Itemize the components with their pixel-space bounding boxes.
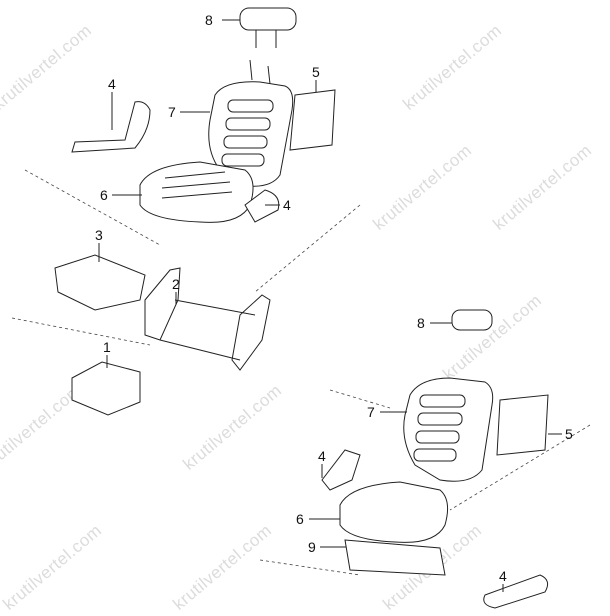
label-trim-right-bottom: 4 xyxy=(499,568,507,584)
top-backrest xyxy=(208,81,294,187)
label-back-panel-top: 5 xyxy=(312,64,320,80)
bottom-trim-right xyxy=(483,574,549,609)
bottom-backrest xyxy=(403,377,494,482)
label-storage-box: 1 xyxy=(103,339,111,355)
label-tray: 3 xyxy=(95,227,103,243)
top-headrest xyxy=(239,7,297,85)
label-trim-left-bottom: 4 xyxy=(318,448,326,464)
bottom-trim-left xyxy=(321,449,361,491)
bottom-back-panel xyxy=(496,394,549,456)
label-trim-left-top: 4 xyxy=(108,76,116,92)
label-back-panel-bottom: 5 xyxy=(565,426,573,442)
storage-box xyxy=(71,361,141,416)
label-trim-right-top: 4 xyxy=(283,197,291,213)
label-cushion-top: 6 xyxy=(100,187,108,203)
label-headrest-bottom: 8 xyxy=(417,315,425,331)
label-headrest-top: 8 xyxy=(205,12,213,28)
label-seat-frame: 2 xyxy=(172,276,180,292)
label-cushion-bottom: 6 xyxy=(296,511,304,527)
bottom-frame xyxy=(344,539,446,576)
top-cushion xyxy=(139,161,254,223)
top-back-panel xyxy=(289,89,336,151)
tray xyxy=(54,254,146,311)
top-trim-right xyxy=(244,189,280,223)
label-backrest-top: 7 xyxy=(168,104,176,120)
label-backrest-bottom: 7 xyxy=(367,404,375,420)
label-frame-bottom: 9 xyxy=(308,539,316,555)
top-trim-left xyxy=(71,101,151,153)
seat-frame xyxy=(144,267,271,371)
bottom-headrest xyxy=(451,309,493,331)
bottom-cushion xyxy=(339,481,449,543)
